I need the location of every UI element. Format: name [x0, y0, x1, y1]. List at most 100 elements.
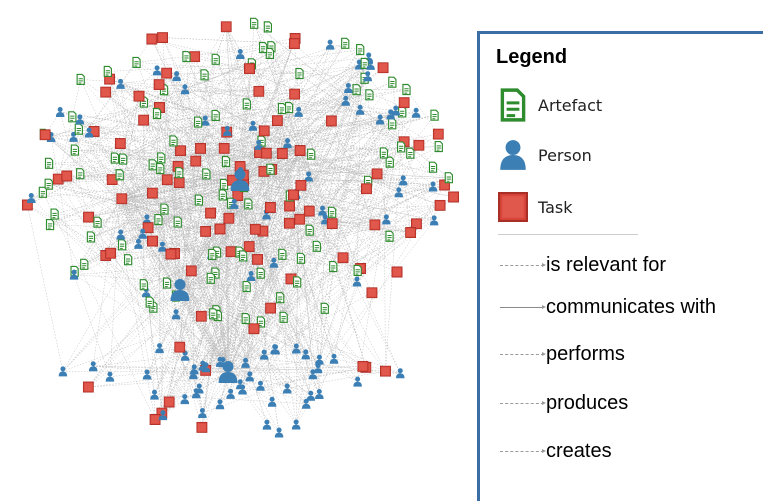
- task-node[interactable]: [201, 226, 211, 236]
- task-node[interactable]: [284, 201, 294, 211]
- artefact-node[interactable]: [296, 69, 303, 79]
- task-node[interactable]: [105, 248, 115, 258]
- artefact-node[interactable]: [176, 168, 183, 178]
- artefact-node[interactable]: [308, 149, 315, 159]
- task-node[interactable]: [295, 145, 305, 155]
- artefact-node[interactable]: [294, 277, 301, 287]
- task-node[interactable]: [221, 22, 231, 32]
- person-node[interactable]: [245, 371, 254, 381]
- task-node[interactable]: [196, 311, 206, 321]
- artefact-node[interactable]: [209, 249, 216, 259]
- artefact-node[interactable]: [357, 45, 364, 55]
- artefact-node[interactable]: [243, 282, 250, 292]
- task-node[interactable]: [265, 202, 275, 212]
- task-node[interactable]: [265, 303, 275, 313]
- task-node[interactable]: [435, 200, 445, 210]
- artefact-node[interactable]: [46, 158, 53, 168]
- task-node[interactable]: [304, 206, 314, 216]
- artefact-node[interactable]: [120, 154, 127, 164]
- task-node[interactable]: [414, 140, 424, 150]
- person-node[interactable]: [181, 394, 190, 404]
- task-node[interactable]: [380, 366, 390, 376]
- artefact-node[interactable]: [125, 255, 132, 265]
- person-node[interactable]: [56, 107, 65, 117]
- task-node[interactable]: [157, 32, 167, 42]
- artefact-node[interactable]: [87, 232, 94, 242]
- artefact-node[interactable]: [398, 142, 405, 152]
- artefact-node[interactable]: [77, 74, 84, 84]
- person-node[interactable]: [106, 372, 115, 382]
- artefact-node[interactable]: [330, 262, 337, 272]
- task-node[interactable]: [288, 190, 298, 200]
- artefact-node[interactable]: [264, 22, 271, 32]
- task-node[interactable]: [175, 146, 185, 156]
- artefact-node[interactable]: [297, 253, 304, 263]
- task-node[interactable]: [338, 253, 348, 263]
- artefact-node[interactable]: [155, 215, 162, 225]
- artefact-node[interactable]: [278, 104, 285, 114]
- task-node[interactable]: [252, 254, 262, 264]
- artefact-node[interactable]: [157, 164, 164, 174]
- person-node[interactable]: [326, 40, 335, 50]
- task-node[interactable]: [219, 143, 229, 153]
- artefact-node[interactable]: [386, 157, 393, 167]
- task-node[interactable]: [284, 218, 294, 228]
- task-node[interactable]: [83, 382, 93, 392]
- artefact-node[interactable]: [366, 90, 373, 100]
- task-node[interactable]: [191, 156, 201, 166]
- artefact-node[interactable]: [277, 293, 284, 303]
- artefact-node[interactable]: [266, 48, 273, 58]
- task-node[interactable]: [277, 148, 287, 158]
- artefact-node[interactable]: [386, 231, 393, 241]
- task-node[interactable]: [147, 236, 157, 246]
- artefact-node[interactable]: [251, 18, 258, 28]
- artefact-node[interactable]: [45, 179, 52, 189]
- task-node[interactable]: [205, 208, 215, 218]
- person-node[interactable]: [318, 206, 327, 216]
- task-node[interactable]: [175, 342, 185, 352]
- artefact-node[interactable]: [435, 142, 442, 152]
- artefact-node[interactable]: [149, 160, 156, 170]
- task-node[interactable]: [215, 224, 225, 234]
- task-node[interactable]: [174, 177, 184, 187]
- task-node[interactable]: [448, 192, 458, 202]
- artefact-node[interactable]: [245, 199, 252, 209]
- artefact-node[interactable]: [220, 179, 227, 189]
- artefact-node[interactable]: [353, 85, 360, 95]
- artefact-node[interactable]: [380, 148, 387, 158]
- task-node[interactable]: [399, 98, 409, 108]
- person-node[interactable]: [294, 107, 303, 117]
- artefact-node[interactable]: [116, 170, 123, 180]
- task-node[interactable]: [289, 39, 299, 49]
- person-node[interactable]: [153, 65, 162, 75]
- artefact-node[interactable]: [195, 117, 202, 127]
- artefact-node[interactable]: [133, 57, 140, 67]
- task-node[interactable]: [295, 214, 305, 224]
- artefact-node[interactable]: [104, 66, 111, 76]
- person-node[interactable]: [263, 420, 272, 430]
- person-node[interactable]: [429, 181, 438, 191]
- person-node[interactable]: [76, 114, 85, 124]
- artefact-node[interactable]: [210, 309, 217, 319]
- person-node[interactable]: [315, 389, 324, 399]
- artefact-node[interactable]: [243, 99, 250, 109]
- task-node[interactable]: [249, 324, 259, 334]
- person-node[interactable]: [216, 399, 225, 409]
- artefact-node[interactable]: [389, 77, 396, 87]
- artefact-node[interactable]: [75, 124, 82, 134]
- person-node[interactable]: [150, 390, 159, 400]
- person-node[interactable]: [116, 230, 125, 240]
- artefact-node[interactable]: [46, 220, 53, 230]
- task-node[interactable]: [327, 219, 337, 229]
- artefact-node[interactable]: [240, 251, 247, 261]
- person-node[interactable]: [412, 108, 421, 118]
- artefact-node[interactable]: [140, 280, 147, 290]
- artefact-node[interactable]: [445, 173, 452, 183]
- artefact-node[interactable]: [77, 169, 84, 179]
- artefact-node[interactable]: [195, 195, 202, 205]
- artefact-node[interactable]: [71, 145, 78, 155]
- artefact-node[interactable]: [389, 119, 396, 129]
- artefact-node[interactable]: [39, 187, 46, 197]
- person-node[interactable]: [353, 377, 362, 387]
- task-node[interactable]: [83, 212, 93, 222]
